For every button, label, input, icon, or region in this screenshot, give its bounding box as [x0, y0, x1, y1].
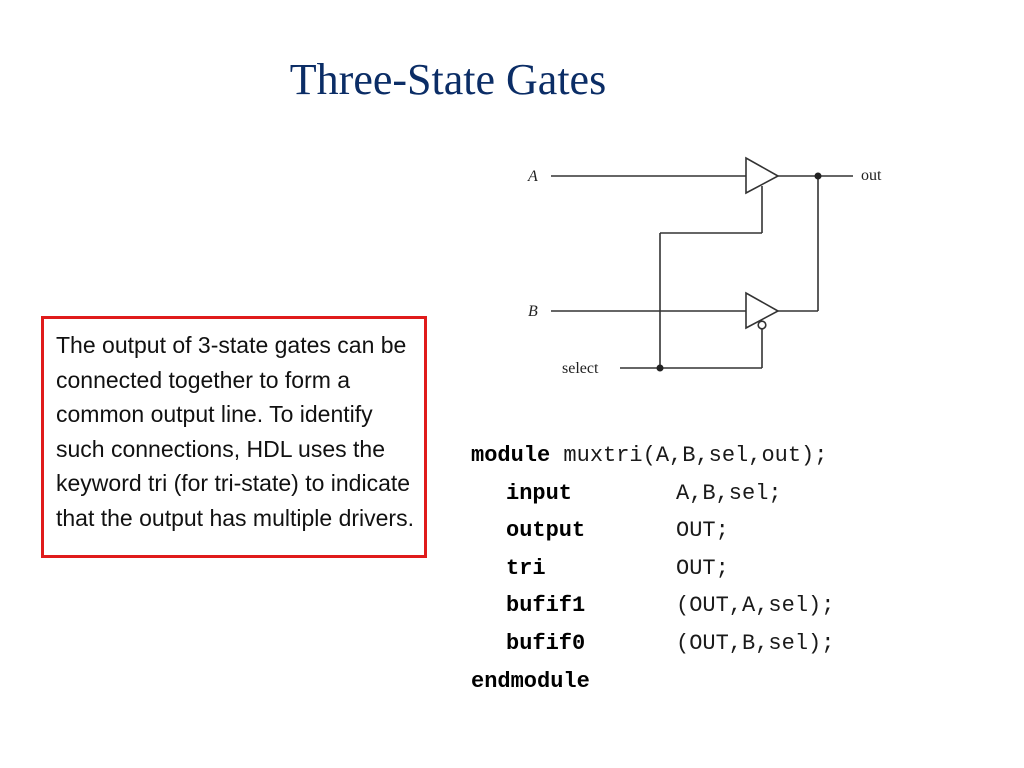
keyword-output: output [506, 518, 586, 544]
tristate-buffer-bottom [745, 291, 780, 330]
slide-title: Three-State Gates [289, 55, 607, 104]
keyword-tri: tri [506, 555, 546, 581]
code-line-tri: tri OUT; [471, 550, 827, 588]
keyword-module: module [471, 443, 551, 468]
code-line-output: output OUT; [471, 512, 827, 550]
output-junction-dot [814, 172, 822, 180]
tri-args: OUT; [676, 555, 729, 581]
module-signature: muxtri(A,B,sel,out); [550, 443, 828, 468]
keyword-input: input [506, 480, 573, 506]
code-line-input: input A,B,sel; [471, 475, 827, 513]
code-line-module: module muxtri(A,B,sel,out); [471, 437, 827, 475]
explanation-note: The output of 3-state gates can be conne… [41, 316, 427, 558]
label-a: A [527, 168, 538, 185]
select-junction-dot [656, 364, 664, 372]
inversion-bubble [757, 320, 767, 330]
keyword-bufif1: bufif1 [506, 593, 586, 619]
output-args: OUT; [676, 518, 729, 544]
explanation-text: The output of 3-state gates can be conne… [56, 332, 414, 531]
label-b: B [528, 303, 538, 320]
label-select: select [562, 360, 599, 377]
code-line-bufif1: bufif1 (OUT,A,sel); [471, 587, 834, 625]
code-line-bufif0: bufif0 (OUT,B,sel); [471, 625, 834, 663]
label-out: out [861, 167, 882, 184]
tristate-buffer-top [745, 156, 780, 195]
keyword-bufif0: bufif0 [506, 630, 586, 656]
bufif1-args: (OUT,A,sel); [676, 593, 835, 619]
code-line-endmodule: endmodule [471, 663, 827, 701]
bufif0-args: (OUT,B,sel); [676, 630, 835, 656]
verilog-code-block: module muxtri(A,B,sel,out); input A,B,sel… [471, 437, 834, 701]
keyword-endmodule: endmodule [471, 668, 590, 694]
input-args: A,B,sel; [676, 480, 782, 506]
